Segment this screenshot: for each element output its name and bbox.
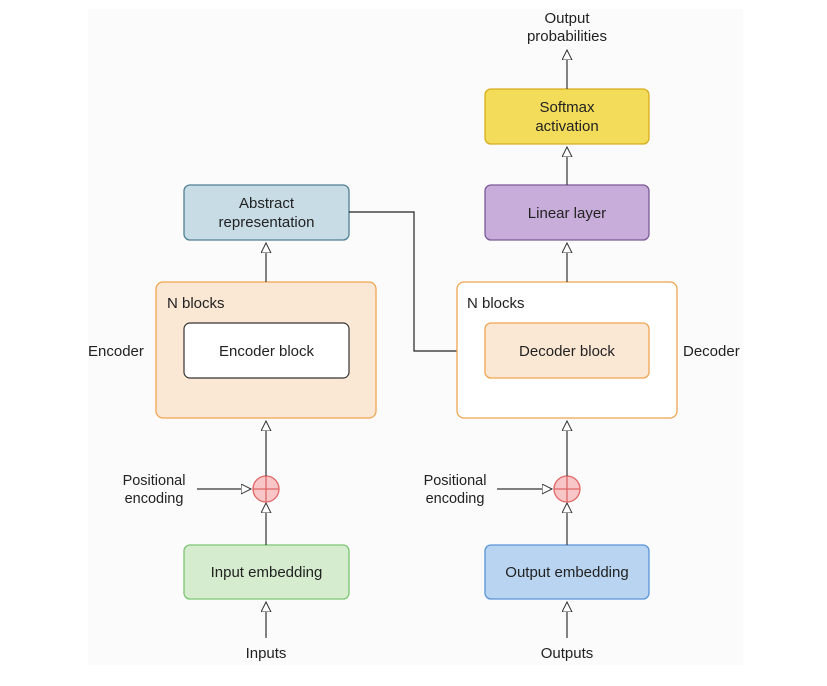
inputs-label: Inputs — [246, 645, 287, 662]
input-embedding-label: Input embedding — [211, 564, 323, 581]
decoder-side-label: Decoder — [683, 343, 740, 360]
decoder-positional-label-1: Positional — [424, 473, 487, 489]
softmax-box: Softmax activation — [484, 88, 650, 145]
arrow-abstract-to-decoder — [349, 211, 480, 351]
encoder-block-label: Encoder block — [219, 343, 315, 360]
encoder-side-label: Encoder — [88, 343, 144, 360]
outputs-label: Outputs — [541, 645, 594, 662]
encoder-stack: N blocks Encoder block — [155, 281, 377, 419]
encoder-positional-label-2: encoding — [125, 491, 184, 507]
encoder-add-icon — [252, 475, 280, 503]
linear-layer-box: Linear layer — [484, 184, 650, 241]
encoder-n-blocks-label: N blocks — [167, 295, 225, 312]
softmax-label-2: activation — [535, 118, 598, 135]
encoder-block-box — [183, 322, 350, 379]
decoder-add-icon — [553, 475, 581, 503]
input-embedding-box: Input embedding — [183, 544, 350, 600]
decoder-block-label: Decoder block — [519, 343, 615, 360]
abstract-representation-box: Abstract representation — [183, 184, 350, 241]
output-probabilities-label-1: Output — [544, 10, 590, 27]
output-embedding-label: Output embedding — [505, 564, 628, 581]
softmax-label-1: Softmax — [539, 99, 595, 116]
output-embedding-box: Output embedding — [484, 544, 650, 600]
encoder-positional-label-1: Positional — [123, 473, 186, 489]
decoder-block-box — [484, 322, 650, 379]
abstract-label-2: representation — [219, 214, 315, 231]
abstract-label-1: Abstract — [239, 195, 295, 212]
linear-layer-label: Linear layer — [528, 205, 606, 222]
decoder-n-blocks-label: N blocks — [467, 295, 525, 312]
decoder-stack: N blocks Decoder block — [456, 281, 678, 419]
output-probabilities-label-2: probabilities — [527, 28, 607, 45]
decoder-positional-label-2: encoding — [426, 491, 485, 507]
